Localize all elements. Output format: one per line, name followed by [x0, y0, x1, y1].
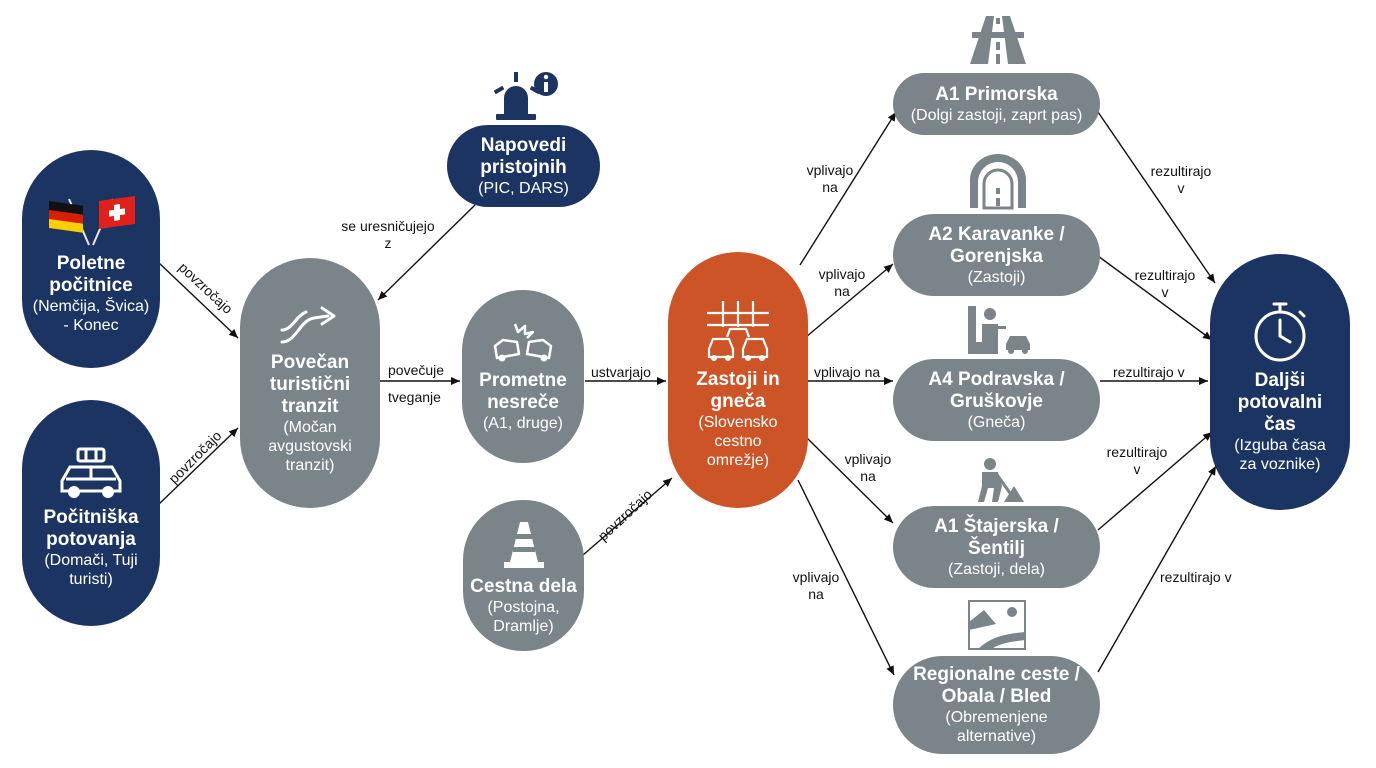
node-subtitle: (Zastoji, dela): [948, 560, 1045, 578]
traffic-jam-icon: [707, 300, 769, 361]
edge-poletne-povecan: [157, 261, 239, 339]
edge-label-rezultirajo-4: rezultirajo v: [1106, 444, 1168, 477]
edge-napovedi-povecan: [377, 204, 476, 301]
node-title: Povečan turistični tranzit: [269, 351, 351, 417]
edge-a1s-dalji: [1097, 431, 1213, 531]
node-cestna-dela: Cestna dela (Postojna, Dramlje): [463, 500, 584, 651]
edge-a1p-dalji: [1097, 111, 1216, 284]
edge-label-rezultirajo-3: rezultirajo v: [1113, 364, 1185, 380]
node-subtitle: (PIC, DARS): [478, 179, 569, 197]
node-title: A2 Karavanke / Gorenjska: [928, 223, 1065, 267]
node-povecan-tranzit: Povečan turistični tranzit (Močan avgust…: [240, 258, 380, 508]
edge-pocitniska-povecan: [157, 427, 239, 506]
edge-label-povecuje: povečuje: [388, 362, 445, 378]
node-title: Regionalne ceste / Obala / Bled: [913, 664, 1080, 707]
node-title: A4 Podravska / Gruškovje: [928, 368, 1065, 412]
node-title: Cestna dela: [470, 575, 577, 597]
edge-zastoji-a1p: [799, 111, 897, 266]
node-subtitle: (Izguba časa za voznike): [1234, 437, 1326, 473]
node-a1-primorska: A1 Primorska (Dolgi zastoji, zaprt pas): [893, 73, 1100, 135]
node-subtitle: (Slovensko cestno omrežje): [698, 413, 778, 469]
siren-info-icon: [493, 72, 558, 120]
node-title: Počitniška potovanja: [43, 507, 139, 550]
edge-label-ustvarjajo: ustvarjajo: [591, 364, 651, 380]
traffic-cone-icon: [503, 521, 544, 568]
node-subtitle: (Nemčija, Švica) - Konec: [32, 298, 150, 334]
node-a4-podravska: A4 Podravska / Gruškovje (Gneča): [893, 359, 1100, 441]
node-prometne-nesrece: Prometne nesreče (A1, druge): [462, 290, 584, 463]
car-luggage-icon: [60, 447, 122, 498]
edge-a2-dalji: [1097, 255, 1213, 341]
edge-label-rezultirajo-5: rezultirajo v: [1160, 569, 1232, 585]
flags-de-ch-icon: [49, 195, 135, 246]
edge-label-tveganje: tveganje: [388, 389, 441, 405]
node-subtitle: (Gneča): [967, 413, 1026, 431]
road-worker-icon: [978, 458, 1024, 502]
node-title: Poletne počitnice: [49, 253, 133, 296]
node-a2-karavanke: A2 Karavanke / Gorenjska (Zastoji): [893, 214, 1100, 296]
car-crash-icon: [493, 323, 553, 362]
edge-label-vplivajo-3: vplivajo na: [814, 364, 881, 380]
node-napovedi-pristojnih: Napovedi pristojnih (PIC, DARS): [447, 125, 600, 207]
edge-label-vplivajo-1: vplivajo na: [806, 162, 854, 195]
node-pocitniska-potovanja: Počitniška potovanja (Domači, Tuji turis…: [22, 400, 160, 626]
border-checkpoint-icon: [968, 306, 1030, 354]
node-subtitle: (Zastoji): [967, 268, 1026, 286]
trend-arrow-icon: [280, 306, 336, 343]
node-title: Napovedi pristojnih: [480, 134, 567, 178]
node-title: A1 Štajerska / Šentilj: [934, 515, 1059, 559]
edge-cestna-zastoji: [582, 477, 673, 556]
edge-label-vplivajo-5: vplivajo na: [792, 569, 840, 602]
node-zastoji-in-gneca: Zastoji in gneča (Slovensko cestno omrež…: [668, 252, 808, 508]
edge-label-rezultirajo-2: rezultirajo v: [1134, 267, 1196, 300]
edge-zastoji-regionalne: [797, 479, 895, 676]
tunnel-icon: [970, 154, 1026, 210]
node-subtitle: (Domači, Tuji turisti): [44, 552, 138, 588]
edge-label-vplivajo-4: vplivajo na: [844, 451, 892, 484]
edge-label-rezultirajo-1: rezultirajo v: [1150, 163, 1212, 196]
node-a1-stajerska: A1 Štajerska / Šentilj (Zastoji, dela): [893, 506, 1100, 588]
node-subtitle: (A1, druge): [482, 415, 564, 432]
node-title: Zastoji in gneča: [696, 368, 780, 412]
edge-zastoji-a1s: [805, 436, 894, 524]
edge-zastoji-a2: [805, 263, 894, 338]
edge-label-vplivajo-2: vplivajo na: [818, 266, 866, 299]
edge-label-se-uresnicujejo: se uresničujejo z: [341, 218, 435, 251]
node-poletne-pocitnice: Poletne počitnice (Nemčija, Švica) - Kon…: [22, 150, 160, 368]
node-subtitle: (Močan avgustovski tranzit): [268, 418, 352, 474]
highway-icon: [970, 16, 1026, 64]
coastal-road-icon: [968, 600, 1026, 650]
edge-regionalne-dalji: [1097, 465, 1217, 673]
node-title: Daljši potovalni čas: [1237, 370, 1323, 435]
node-title: Prometne nesreče: [479, 370, 567, 413]
node-subtitle: (Obremenjene alternative): [945, 709, 1048, 745]
node-subtitle: (Postojna, Dramlje): [487, 598, 560, 635]
node-title: A1 Primorska: [935, 83, 1058, 105]
node-regionalne-ceste: Regionalne ceste / Obala / Bled (Obremen…: [893, 656, 1100, 754]
node-subtitle: (Dolgi zastoji, zaprt pas): [910, 106, 1083, 124]
stopwatch-icon: [1254, 302, 1306, 362]
node-daljsi-potovalni-cas: Daljši potovalni čas (Izguba časa za voz…: [1210, 254, 1350, 510]
